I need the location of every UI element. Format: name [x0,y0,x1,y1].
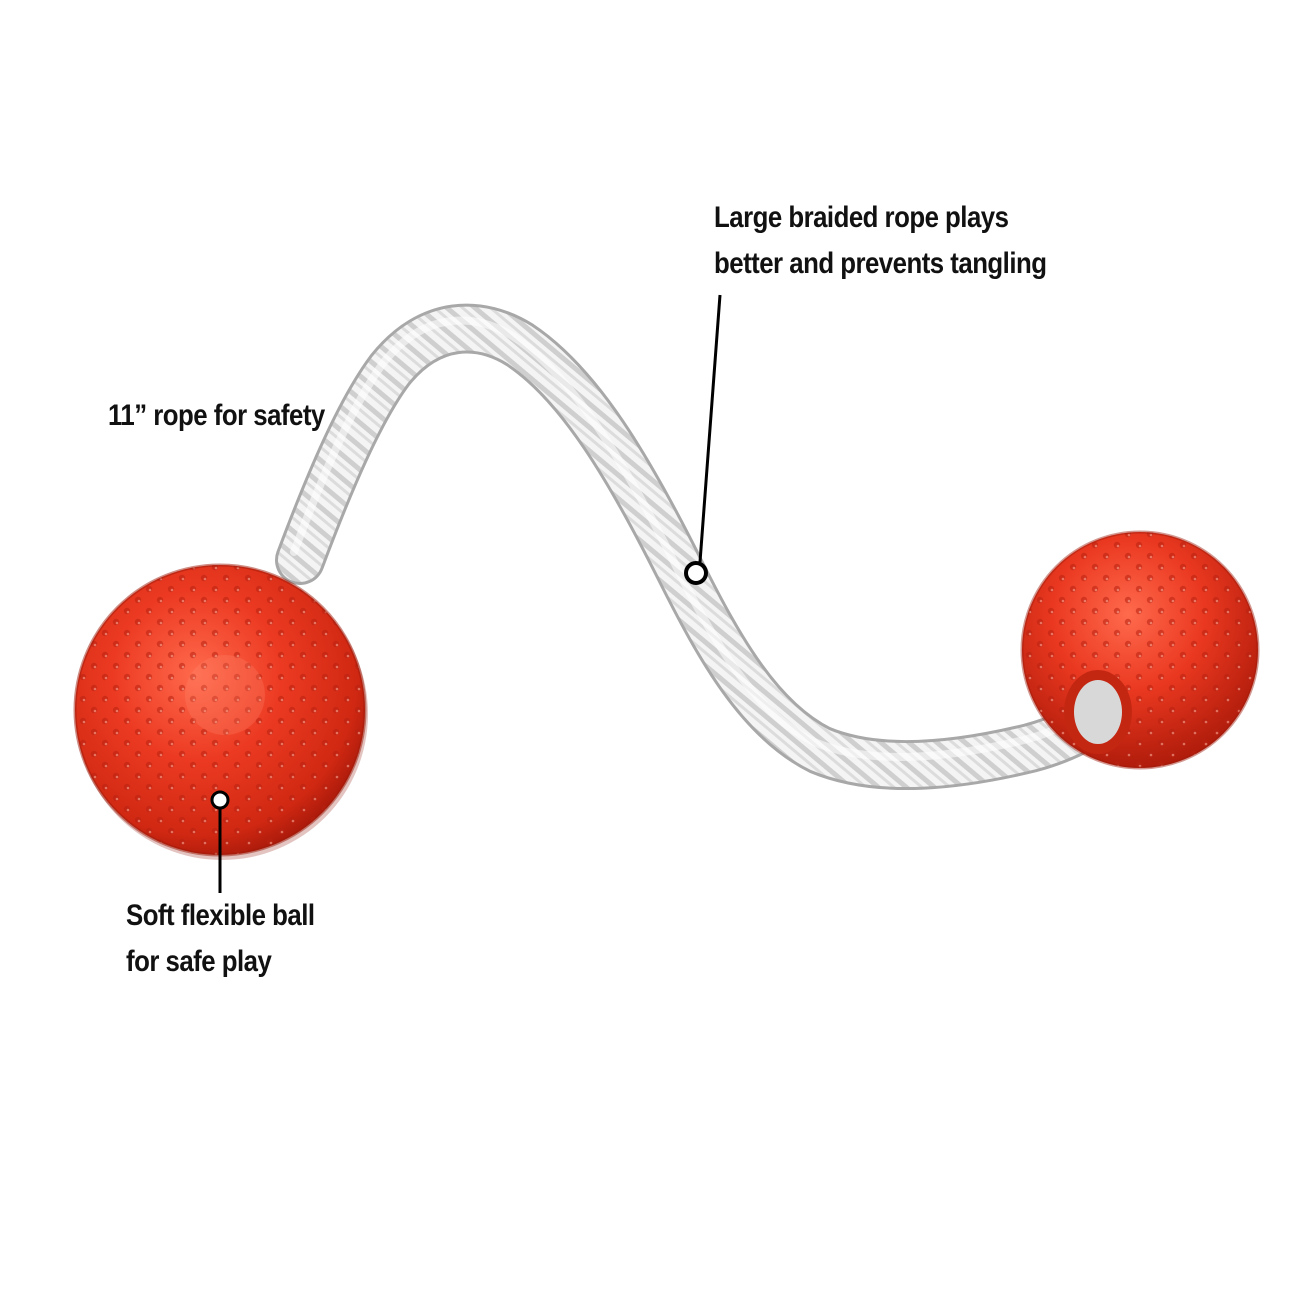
braided-rope [275,303,1130,790]
callout-leader-ball [210,790,230,893]
callout-rope-braid: Large braided rope plays better and prev… [714,195,1047,287]
callout-leader-rope-braid [684,294,722,585]
callout-rope-length-label: 11” rope for safety [108,399,325,432]
red-ball-right [1020,530,1260,770]
callout-rope-length: 11” rope for safety [108,393,325,439]
callout-ball: Soft flexible ball for safe play [126,893,315,985]
callout-rope-braid-line2: better and prevents tangling [714,247,1047,280]
callout-ball-line1: Soft flexible ball [126,899,315,932]
callout-ball-line2: for safe play [126,945,272,978]
callout-rope-braid-line1: Large braided rope plays [714,201,1009,234]
